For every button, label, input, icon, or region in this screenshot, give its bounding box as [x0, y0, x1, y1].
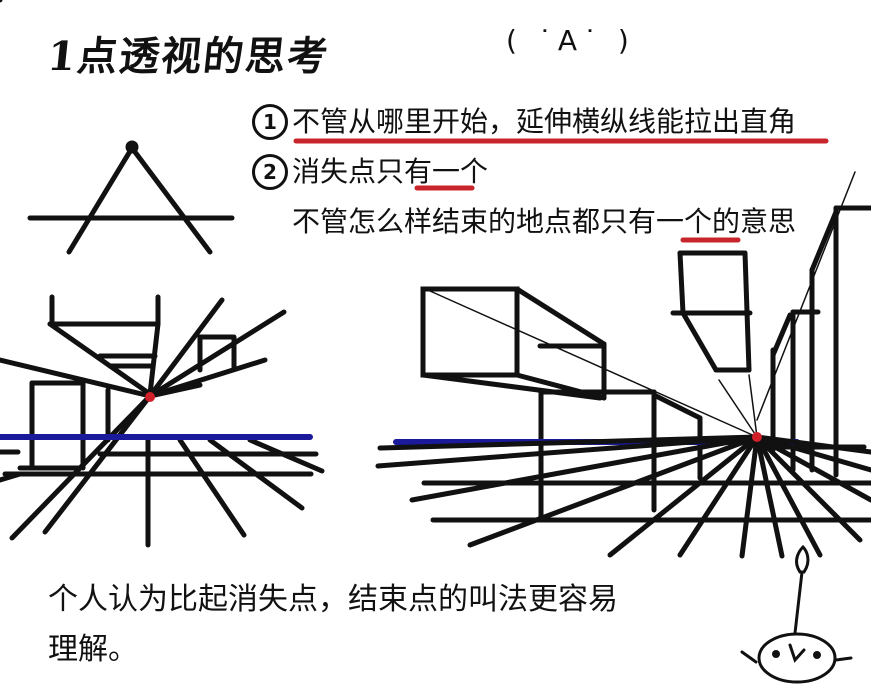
point-2-text: 消失点只有一个 — [292, 155, 489, 188]
mascot-doodle — [740, 544, 853, 684]
number-badge-1: 1 — [252, 104, 288, 140]
right-perspective-scene — [0, 0, 871, 559]
explanation: 不管怎么样结束的地点都只有一个的意思 — [292, 200, 796, 240]
red-underlines — [293, 138, 829, 243]
triangle-diagram — [27, 140, 235, 255]
emoticon: ( ˙A˙ ) — [506, 24, 635, 57]
explanation-after: 的意思 — [712, 205, 797, 238]
footer-line-1: 个人认为比起消失点，结束点的叫法更容易 — [48, 582, 618, 617]
point-1-text: 不管从哪里开始，延伸横纵线能拉出直角 — [292, 105, 797, 138]
footer-line-2: 理解。 — [48, 632, 138, 667]
explanation-before: 不管怎么样结束的地点都只有 — [292, 205, 657, 238]
left-perspective-scene — [0, 294, 325, 548]
number-badge-2: 2 — [252, 154, 288, 190]
explanation-highlight: 一个 — [656, 205, 713, 238]
